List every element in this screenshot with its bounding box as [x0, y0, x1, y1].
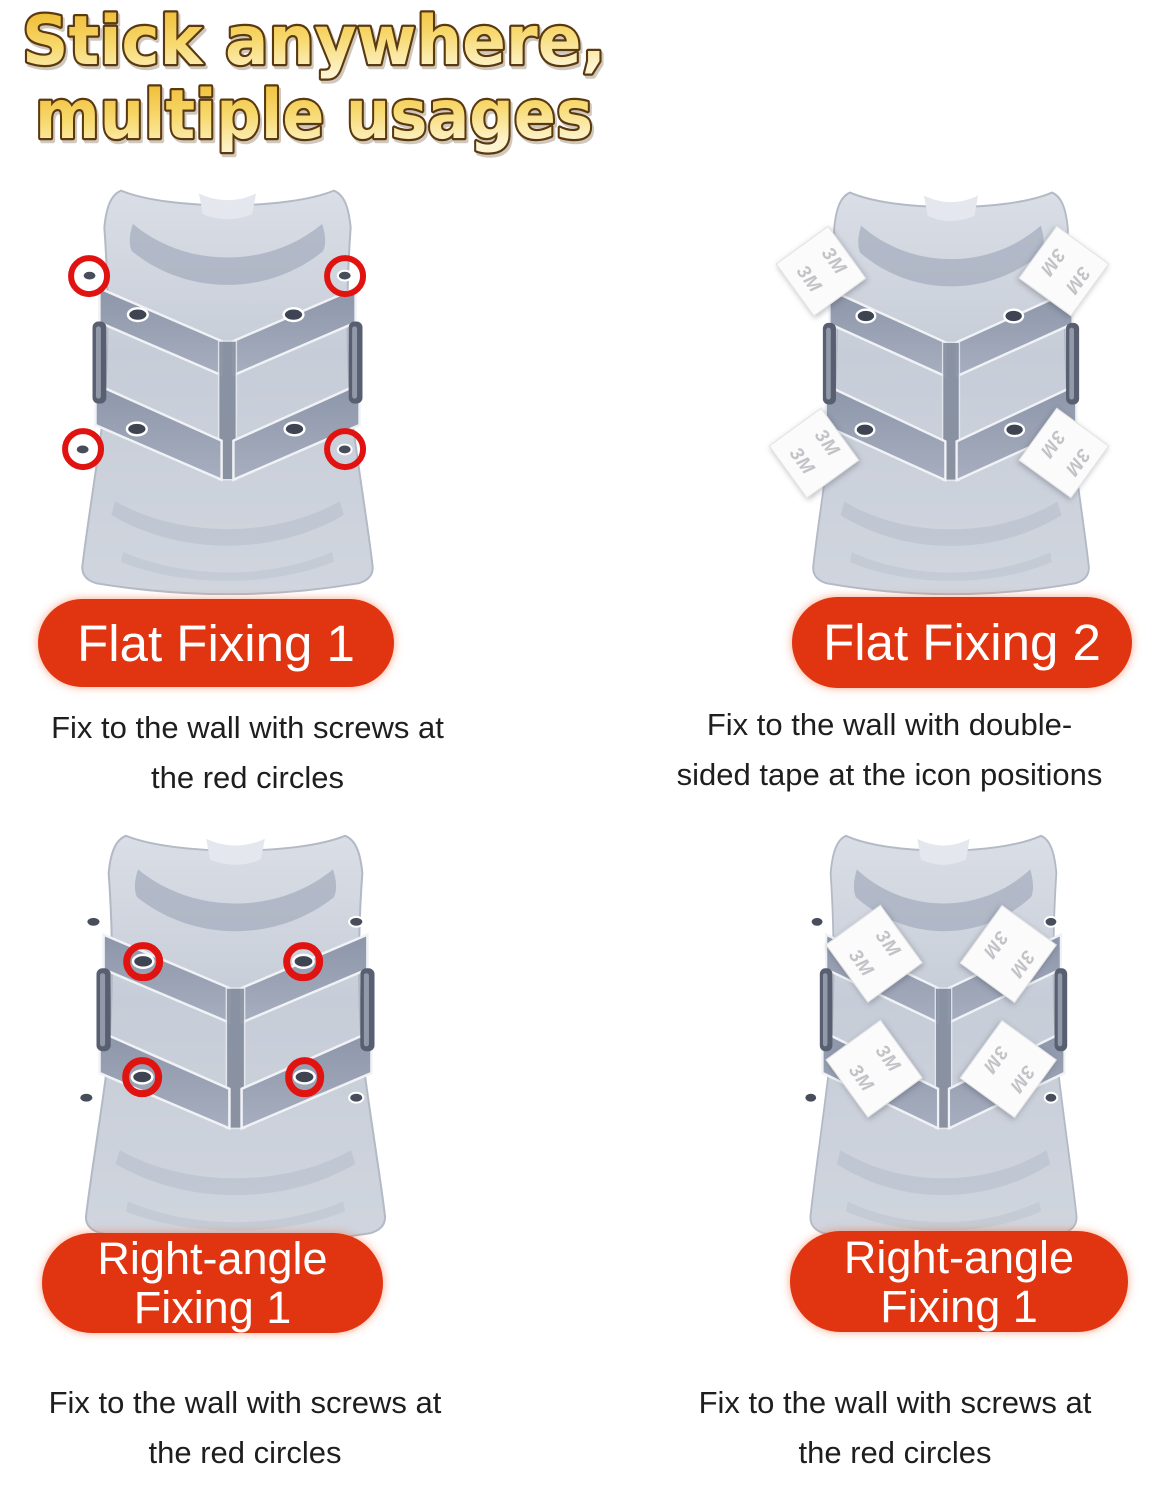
caption-right-angle-fixing-1: Fix to the wall with screws at the red c…: [0, 1378, 490, 1478]
headline-line-2: multiple usages: [35, 76, 593, 155]
tape-3m-label: 3M: [978, 926, 1012, 963]
tape-3m-label: 3M: [844, 945, 879, 981]
badge-label-line-2: Fixing 1: [133, 1282, 292, 1333]
screw-circle-marker: [123, 941, 163, 982]
tape-3m-label: 3M: [871, 926, 905, 962]
badge-right-angle-fixing-1: Right-angle Fixing 1: [42, 1233, 383, 1333]
tape-3m-label: 3M: [1034, 426, 1069, 462]
panel-right-angle-fixing-1: Right-angle Fixing 1 Fix to the wall wit…: [0, 820, 577, 1500]
caption-line-1: Fix to the wall with double-: [706, 707, 1073, 742]
badge-label-line-1: Right-angle: [97, 1233, 328, 1284]
corner-guard-image: [63, 820, 408, 1245]
badge-label-line-2: Fixing 1: [880, 1280, 1038, 1332]
caption-line-1: Fix to the wall with screws at: [51, 710, 444, 745]
screw-circle-marker: [323, 428, 366, 471]
panel-flat-fixing-1: Flat Fixing 1 Fix to the wall with screw…: [0, 175, 577, 820]
caption-line-1: Fix to the wall with screws at: [698, 1385, 1092, 1420]
headline: Stick anywhere, multiple usages: [20, 0, 609, 157]
screw-circle-marker: [122, 1057, 163, 1097]
corner-guard-image: [60, 175, 395, 595]
caption-line-2: the red circles: [148, 1435, 342, 1470]
badge-label: Flat Fixing 2: [823, 614, 1101, 671]
badge-label: Flat Fixing 1: [77, 614, 355, 672]
tape-3m-label: 3M: [978, 1041, 1012, 1077]
caption-line-2: the red circles: [798, 1435, 992, 1470]
caption-line-2: the red circles: [151, 760, 344, 795]
badge-label-line-1: Right-angle: [843, 1231, 1075, 1283]
caption-flat-fixing-1: Fix to the wall with screws at the red c…: [0, 703, 495, 803]
caption-flat-fixing-2: Fix to the wall with double- sided tape …: [632, 700, 1147, 800]
tape-3m-label: 3M: [785, 444, 819, 480]
badge-flat-fixing-2: Flat Fixing 2: [792, 597, 1132, 688]
screw-circle-marker: [68, 254, 111, 297]
badge-right-angle-fixing-2: Right-angle Fixing 1: [790, 1231, 1128, 1332]
tape-3m-label: 3M: [1004, 1060, 1039, 1097]
screw-circle-marker: [283, 941, 324, 982]
screw-circle-marker: [323, 254, 366, 297]
screw-circle-marker: [61, 428, 104, 471]
headline-line-1: Stick anywhere,: [22, 2, 606, 81]
tape-3m-label: 3M: [844, 1060, 879, 1096]
tape-3m-label: 3M: [816, 243, 851, 280]
caption-right-angle-fixing-2: Fix to the wall with screws at the red c…: [645, 1378, 1145, 1478]
badge-flat-fixing-1: Flat Fixing 1: [38, 599, 394, 687]
screw-circle-marker: [284, 1057, 325, 1097]
tape-3m-label: 3M: [871, 1041, 905, 1077]
corner-guard-image: [790, 820, 1097, 1245]
caption-line-1: Fix to the wall with screws at: [48, 1385, 442, 1420]
tape-3m-label: 3M: [791, 262, 826, 298]
product-photo-right-angle-1: [63, 820, 408, 1245]
tape-3m-label: 3M: [1004, 946, 1039, 982]
product-photo-flat-1: [60, 175, 395, 595]
caption-line-2: sided tape at the icon positions: [676, 757, 1103, 792]
tape-3m-label: 3M: [1034, 244, 1069, 280]
